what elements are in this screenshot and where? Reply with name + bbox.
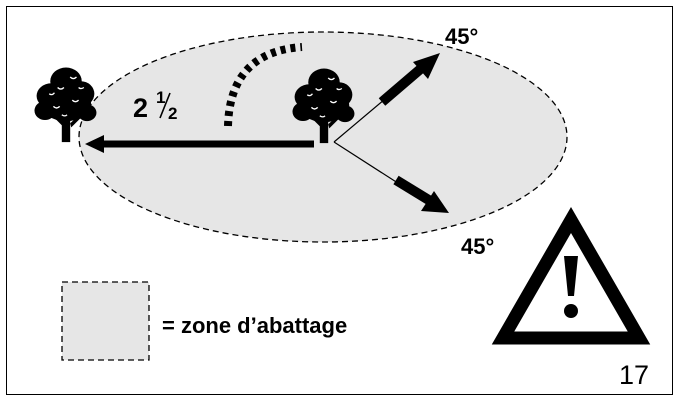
legend-label: = zone d’abattage (162, 313, 347, 338)
warning-icon (491, 206, 651, 345)
distance-numerator: 1 (156, 88, 165, 107)
legend-zone-swatch (61, 281, 150, 361)
lower-45-arrow (393, 175, 449, 213)
upper-45-arrow (378, 53, 440, 106)
figure-frame (6, 6, 673, 395)
distance-arrow (85, 135, 314, 153)
falling-arc (224, 43, 303, 127)
upper-angle-label: 45° (445, 24, 478, 49)
figure-number: 17 (619, 360, 649, 390)
distance-denominator: 2 (168, 104, 177, 123)
lower-angle-label: 45° (461, 234, 494, 259)
distance-whole: 2 (133, 93, 148, 123)
fraction-slash (159, 92, 171, 119)
